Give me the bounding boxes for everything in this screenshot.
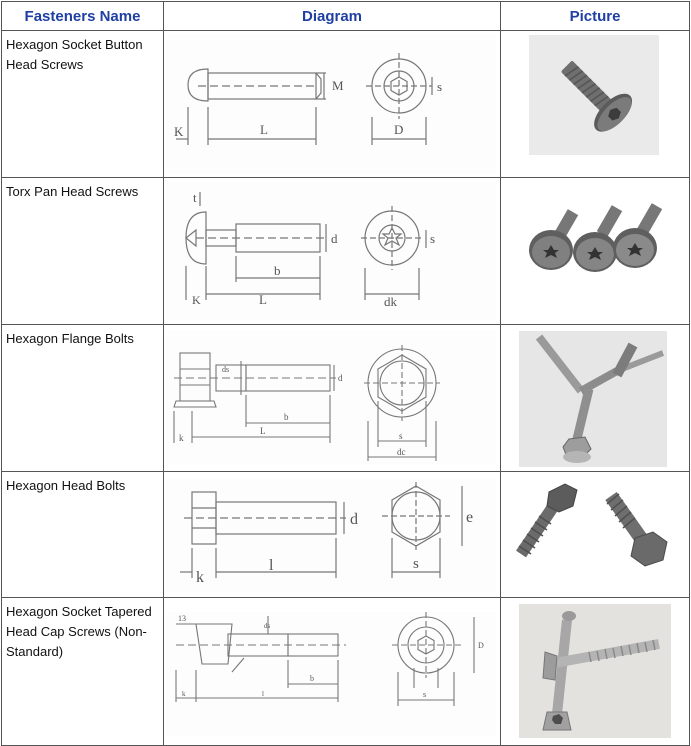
dim-k: K — [192, 293, 201, 307]
dim-d: d — [331, 231, 338, 246]
diagram-cell: k l d e s — [163, 471, 501, 598]
torx-pan-head-diagram: t b d K L s dk — [166, 182, 496, 320]
table-row: Hexagon Socket Button Head Screws — [1, 30, 690, 178]
dim-l: l — [269, 557, 274, 574]
picture-cell — [500, 597, 690, 746]
picture-cell — [500, 177, 690, 325]
diagram-cell: K L M D s — [163, 30, 501, 178]
flange-bolt-diagram: ds d b k L s dc — [166, 331, 496, 465]
dim-s: s — [423, 690, 426, 699]
fastener-name: Hexagon Head Bolts — [1, 471, 164, 598]
header-diagram: Diagram — [163, 1, 501, 31]
dim-e: e — [466, 509, 473, 526]
dim-s: s — [413, 556, 419, 572]
button-head-screw-diagram: K L M D s — [166, 35, 496, 173]
dim-l: L — [259, 292, 267, 307]
diagram-cell: t b d K L s dk — [163, 177, 501, 325]
dim-l: L — [260, 426, 266, 436]
fastener-name: Hexagon Flange Bolts — [1, 324, 164, 472]
dim-m: M — [332, 78, 344, 93]
fastener-name: Hexagon Socket Tapered Head Cap Screws (… — [1, 597, 164, 746]
dim-dc: dc — [397, 447, 406, 457]
picture-cell — [500, 30, 690, 178]
header-picture: Picture — [500, 1, 690, 31]
dim-t: t — [193, 190, 197, 205]
diagram-cell: 13 ds b D k l s — [163, 597, 501, 746]
dim-k: k — [196, 569, 204, 586]
fastener-name: Hexagon Socket Button Head Screws — [1, 30, 164, 178]
button-head-screw-photo — [529, 35, 659, 155]
table-row: Torx Pan Head Screws — [1, 177, 690, 325]
header-fasteners-name: Fasteners Name — [1, 1, 164, 31]
dim-k: k — [182, 690, 186, 698]
flange-bolt-photo — [519, 331, 667, 467]
dim-b: b — [274, 263, 281, 278]
picture-cell — [500, 324, 690, 472]
dim-b: b — [284, 412, 289, 422]
table-row: Hexagon Head Bolts — [1, 471, 690, 598]
picture-cell — [500, 471, 690, 598]
dim-d: d — [338, 373, 343, 383]
dim-angle: 13 — [178, 614, 186, 623]
diagram-cell: ds d b k L s dc — [163, 324, 501, 472]
dim-s: s — [437, 79, 442, 94]
dim-k: K — [174, 124, 184, 139]
dim-dk: dk — [384, 294, 398, 309]
table-row: Hexagon Flange Bolts — [1, 324, 690, 472]
dim-ds: ds — [222, 365, 229, 374]
dim-ds: ds — [264, 622, 271, 630]
torx-pan-head-photo — [517, 196, 667, 294]
tapered-head-cap-screw-photo — [519, 604, 671, 738]
tapered-head-cap-screw-diagram: 13 ds b D k l s — [166, 612, 496, 736]
table-row: Hexagon Socket Tapered Head Cap Screws (… — [1, 597, 690, 746]
dim-s: s — [399, 431, 403, 441]
dim-l: l — [262, 690, 264, 698]
dim-d: D — [478, 641, 484, 650]
hexagon-head-bolt-diagram: k l d e s — [166, 478, 496, 592]
dim-b: b — [310, 674, 314, 683]
dim-d: d — [350, 511, 358, 528]
dim-l: L — [260, 122, 268, 137]
hexagon-head-bolt-photo — [507, 478, 683, 574]
dim-d: D — [394, 122, 403, 137]
dim-s: s — [430, 231, 435, 246]
header-row: Fasteners Name Diagram Picture — [1, 1, 690, 31]
fastener-name: Torx Pan Head Screws — [1, 177, 164, 325]
dim-k: k — [179, 433, 184, 443]
